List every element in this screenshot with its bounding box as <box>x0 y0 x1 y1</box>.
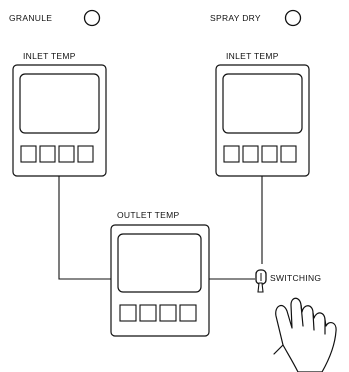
outlet-key-2[interactable] <box>140 305 156 321</box>
left-inlet-wire <box>59 176 111 279</box>
spray-dry-label: SPRAY DRY <box>210 13 261 23</box>
right-inlet-temp-controller <box>216 65 309 176</box>
left-inlet-key-1[interactable] <box>21 146 36 162</box>
granule-indicator-lamp-icon <box>85 11 100 26</box>
spray-dry-indicator-lamp-icon <box>286 11 301 26</box>
outlet-temp-controller <box>111 225 209 336</box>
outlet-key-4[interactable] <box>180 305 196 321</box>
left-inlet-temp-label: INLET TEMP <box>23 51 76 61</box>
granule-label: GRANULE <box>9 13 52 23</box>
outlet-key-3[interactable] <box>160 305 176 321</box>
right-inlet-key-3[interactable] <box>262 146 277 162</box>
right-inlet-key-1[interactable] <box>224 146 239 162</box>
right-inlet-display <box>223 74 302 133</box>
toggle-switch-icon[interactable] <box>256 270 266 292</box>
left-inlet-key-3[interactable] <box>59 146 74 162</box>
right-inlet-temp-label: INLET TEMP <box>226 51 279 61</box>
pointing-hand-icon <box>274 298 336 372</box>
outlet-temp-label: OUTLET TEMP <box>117 210 180 220</box>
left-inlet-key-2[interactable] <box>40 146 55 162</box>
right-inlet-key-2[interactable] <box>243 146 258 162</box>
left-inlet-key-4[interactable] <box>78 146 93 162</box>
right-inlet-key-4[interactable] <box>281 146 296 162</box>
switching-label: SWITCHING <box>270 273 321 283</box>
outlet-display <box>118 234 201 292</box>
outlet-key-1[interactable] <box>120 305 136 321</box>
left-inlet-temp-controller <box>13 65 106 176</box>
left-inlet-display <box>20 74 99 133</box>
